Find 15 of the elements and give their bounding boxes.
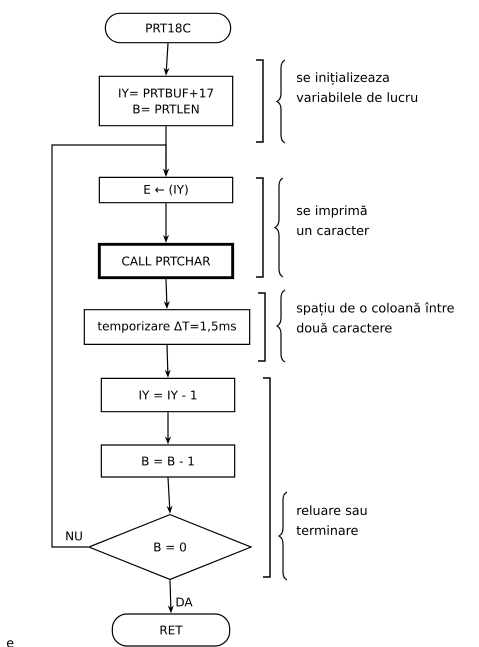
arrow xyxy=(51,144,170,548)
annotation: se imprimă un caracter xyxy=(296,205,370,236)
process-box: CALL PRTCHAR xyxy=(98,242,234,280)
annotation: se inițializeaza variabilele de lucru xyxy=(296,72,418,102)
process-box: IY = IY - 1 xyxy=(100,378,236,412)
process-box: IY= PRTBUF+17 B= PRTLEN xyxy=(98,76,234,126)
process-box: B = B - 1 xyxy=(100,444,236,478)
terminal-box: RET xyxy=(112,613,230,647)
annotation: spațiu de o coloană între două caractere xyxy=(296,302,454,333)
annotation: reluare sau terminare xyxy=(296,505,366,536)
terminal-box: PRT18C xyxy=(104,12,232,44)
edge-label: DA xyxy=(174,596,194,608)
process-box: E ← (IY) xyxy=(98,176,234,204)
process-box: temporizare ΔT=1,5ms xyxy=(84,309,250,345)
edge-label: NU xyxy=(64,530,84,542)
